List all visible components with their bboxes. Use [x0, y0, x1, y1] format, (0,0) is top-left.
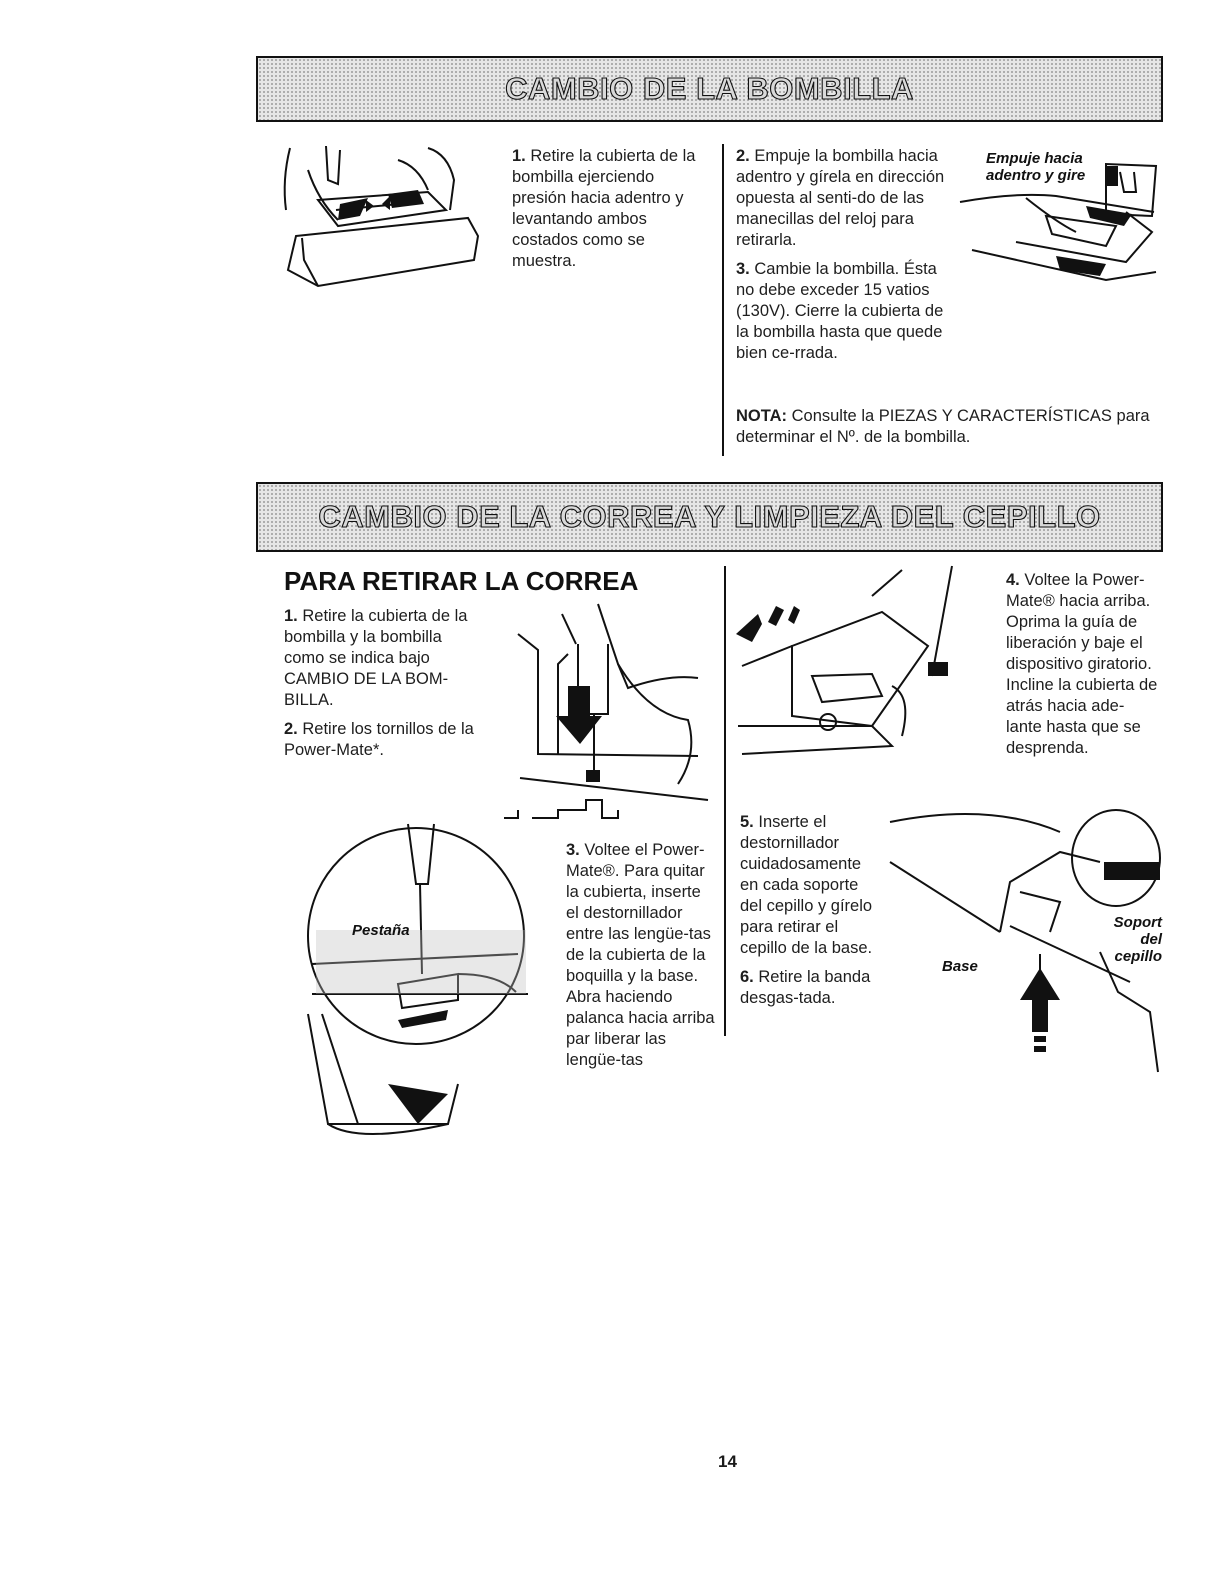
- step-number: 1.: [284, 607, 298, 625]
- bulb-removal-illustration: [956, 152, 1162, 288]
- step-number: 2.: [284, 720, 298, 738]
- step-text: Voltee la Power-Mate® hacia arriba. Opri…: [1006, 571, 1158, 757]
- step-number: 3.: [566, 841, 580, 859]
- bulb-note: NOTA: Consulte la PIEZAS Y CARACTERÍSTIC…: [736, 406, 1156, 456]
- step-number: 5.: [740, 813, 754, 831]
- step-text: Retire los tornillos de la Power-Mate*.: [284, 720, 474, 759]
- step-text: Empuje la bombilla hacia adentro y gírel…: [736, 147, 945, 249]
- cover-tilt-illustration: [736, 566, 964, 766]
- brush-removal-illustration: [890, 802, 1162, 1078]
- step-number: 6.: [740, 968, 754, 986]
- screw-removal-illustration: [498, 604, 714, 830]
- remove-belt-heading: PARA RETIRAR LA CORREA: [284, 566, 639, 596]
- tab-pry-illustration: [298, 824, 534, 1144]
- bulb-section-banner: CAMBIO DE LA BOMBILLA: [256, 56, 1163, 122]
- belt-steps-1-2: 1. Retire la cubierta de la bombilla y l…: [284, 606, 480, 769]
- tab-callout: Pestaña: [352, 922, 410, 939]
- belt-step-4: 4. Voltee la Power-Mate® hacia arriba. O…: [1006, 570, 1158, 767]
- belt-step-3: 3. Voltee el Power-Mate®. Para quitar la…: [566, 840, 716, 1079]
- step-number: 4.: [1006, 571, 1020, 589]
- step-text: Voltee el Power-Mate®. Para quitar la cu…: [566, 841, 715, 1069]
- belt-steps-5-6: 5. Inserte el destornillador cuidadosame…: [740, 812, 874, 1017]
- column-divider: [724, 566, 726, 1036]
- brush-support-callout: Soport del cepillo: [1113, 914, 1162, 965]
- step-number: 1.: [512, 147, 526, 165]
- step-text: Inserte el destornillador cuidadosamente…: [740, 813, 873, 957]
- step-text: Retire la cubierta de la bombilla ejerci…: [512, 147, 696, 270]
- push-turn-callout: Empuje hacia adentro y gire: [986, 150, 1086, 184]
- step-text: Retire la banda desgas-tada.: [740, 968, 871, 1007]
- note-label: NOTA:: [736, 407, 788, 425]
- belt-section-banner: CAMBIO DE LA CORREA Y LIMPIEZA DEL CEPIL…: [256, 482, 1163, 552]
- page-number: 14: [718, 1452, 737, 1471]
- bulb-step-1: 1. Retire la cubierta de la bombilla eje…: [512, 146, 712, 280]
- step-number: 3.: [736, 260, 750, 278]
- note-text: Consulte la PIEZAS Y CARACTERÍSTICAS par…: [736, 407, 1150, 446]
- bulb-steps-2-3: 2. Empuje la bombilla hacia adentro y gí…: [736, 146, 954, 372]
- base-callout: Base: [942, 958, 978, 975]
- step-number: 2.: [736, 147, 750, 165]
- belt-section-title: CAMBIO DE LA CORREA Y LIMPIEZA DEL CEPIL…: [318, 498, 1101, 534]
- step-text: Retire la cubierta de la bombilla y la b…: [284, 607, 468, 709]
- step-text: Cambie la bombilla. Ésta no debe exceder…: [736, 260, 944, 362]
- bulb-cover-illustration: [278, 140, 486, 290]
- column-divider: [722, 144, 724, 456]
- bulb-section-title: CAMBIO DE LA BOMBILLA: [505, 70, 914, 106]
